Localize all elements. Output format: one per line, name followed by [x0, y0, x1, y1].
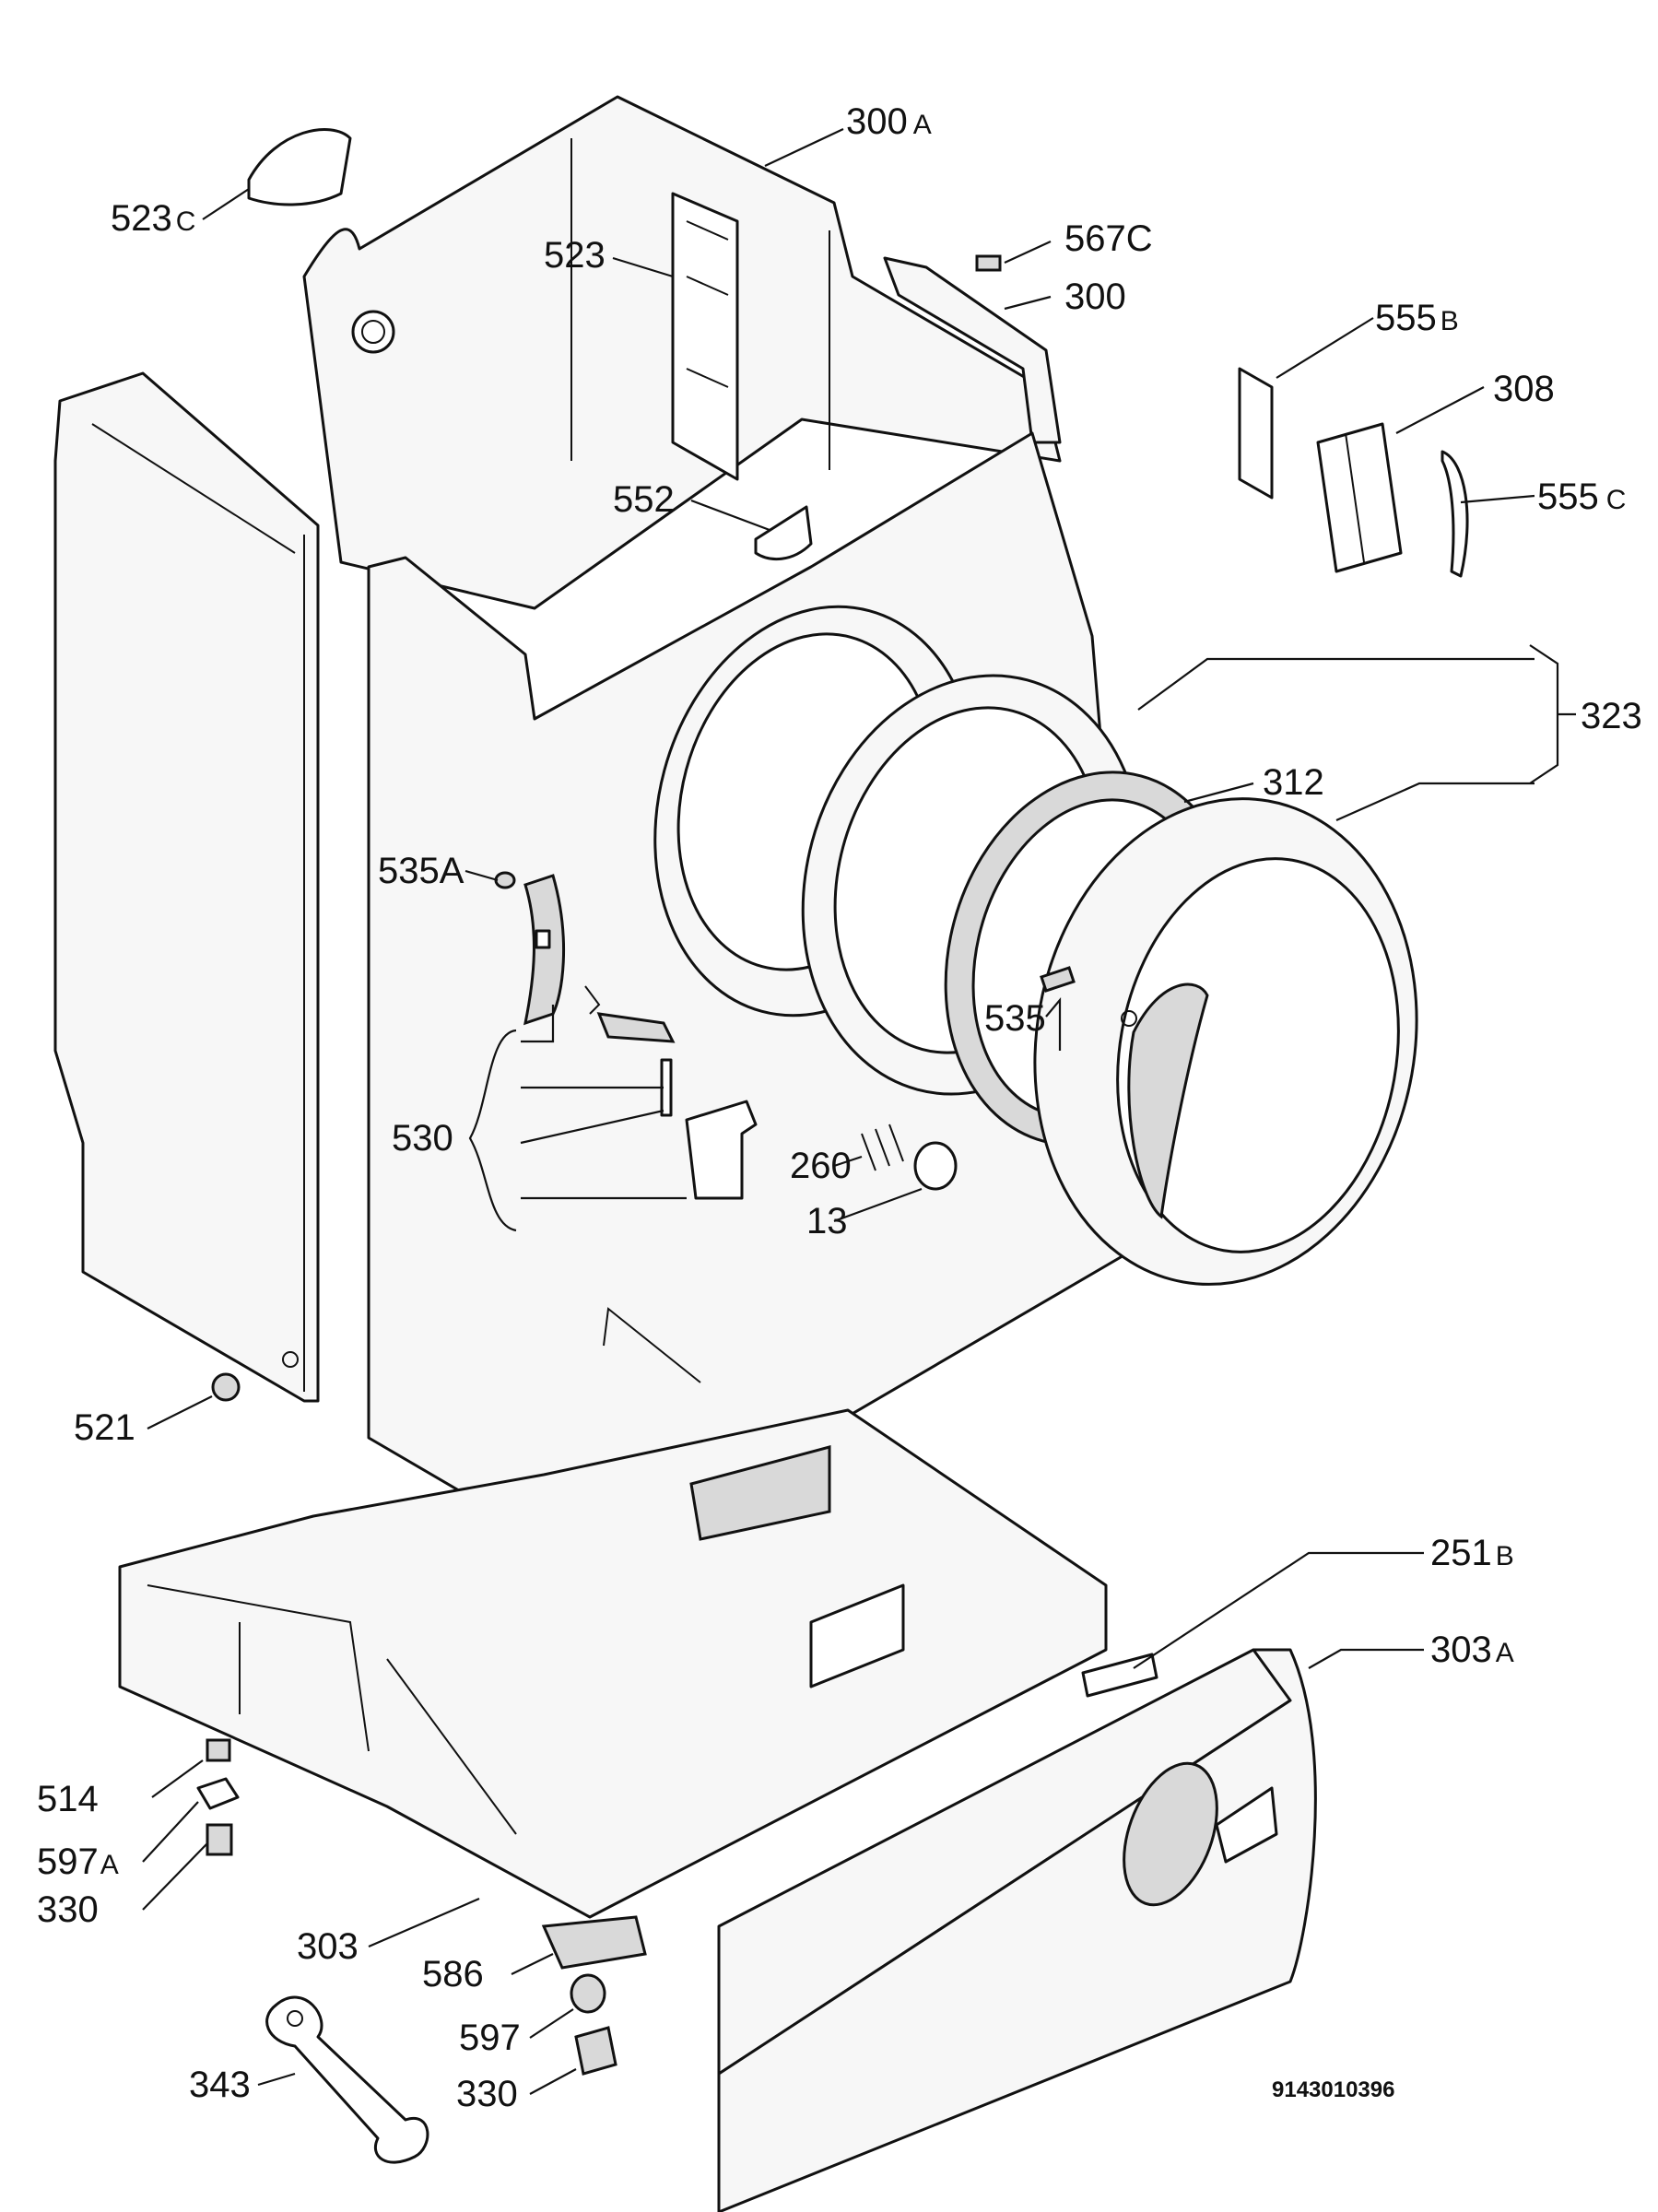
callout-535: 535: [984, 998, 1046, 1039]
wrench-343: [265, 1995, 429, 2164]
callout-13: 13: [806, 1201, 848, 1241]
callout-535A: 535A: [378, 851, 464, 891]
lock-lever: [584, 985, 676, 1043]
foot-514: [206, 1738, 231, 1762]
callout-343: 343: [189, 2065, 251, 2105]
rear-bracket-523: [671, 192, 739, 481]
callout-303: 303: [297, 1926, 359, 1967]
callout-523: 523: [544, 235, 606, 276]
callout-514: 514: [37, 1779, 99, 1819]
callout-597: 597: [459, 2018, 521, 2058]
clip-552: [754, 505, 813, 561]
cover-555b: [1238, 367, 1274, 500]
knob-13: [913, 1141, 958, 1191]
callout-552: 552: [613, 479, 675, 520]
callout-521: 521: [74, 1407, 135, 1448]
leader-lines: [142, 128, 1576, 2095]
callout-308: 308: [1493, 369, 1555, 409]
callout-323: 323: [1581, 696, 1642, 736]
callout-597A: 597A: [37, 1841, 119, 1882]
cabinet-frame-300: [883, 256, 1062, 444]
cap-535a: [494, 871, 516, 889]
clip-523c: [247, 127, 352, 206]
foot-330-left: [206, 1823, 233, 1856]
callout-300: 300: [1064, 276, 1126, 317]
foot-330-right: [574, 2026, 617, 2076]
door-pin-535: [1040, 966, 1076, 993]
base-frame-303: [118, 1408, 1108, 1919]
callout-312: 312: [1263, 762, 1324, 803]
cover-555c: [1440, 450, 1469, 578]
callout-260: 260: [790, 1146, 852, 1186]
hinge-308: [1316, 422, 1403, 573]
callout-330-left: 330: [37, 1889, 99, 1930]
nut-597: [570, 1973, 606, 2014]
drawing-code: 9143010396: [1272, 2077, 1394, 2102]
lock-bracket: [685, 1100, 758, 1200]
callout-530: 530: [392, 1118, 453, 1159]
cabinet-side-panel: [53, 371, 320, 1403]
door-outer-frame: [1033, 797, 1418, 1286]
callout-567C: 567C: [1064, 218, 1153, 259]
plinth-303a: [717, 1648, 1317, 2212]
nut-597a: [196, 1777, 240, 1810]
spring-260: [861, 1124, 904, 1171]
callout-586: 586: [422, 1954, 484, 1994]
clip-567c: [975, 254, 1002, 272]
bracket-586: [541, 1915, 647, 1970]
callout-330-right: 330: [456, 2074, 518, 2114]
screw-521: [211, 1372, 241, 1402]
